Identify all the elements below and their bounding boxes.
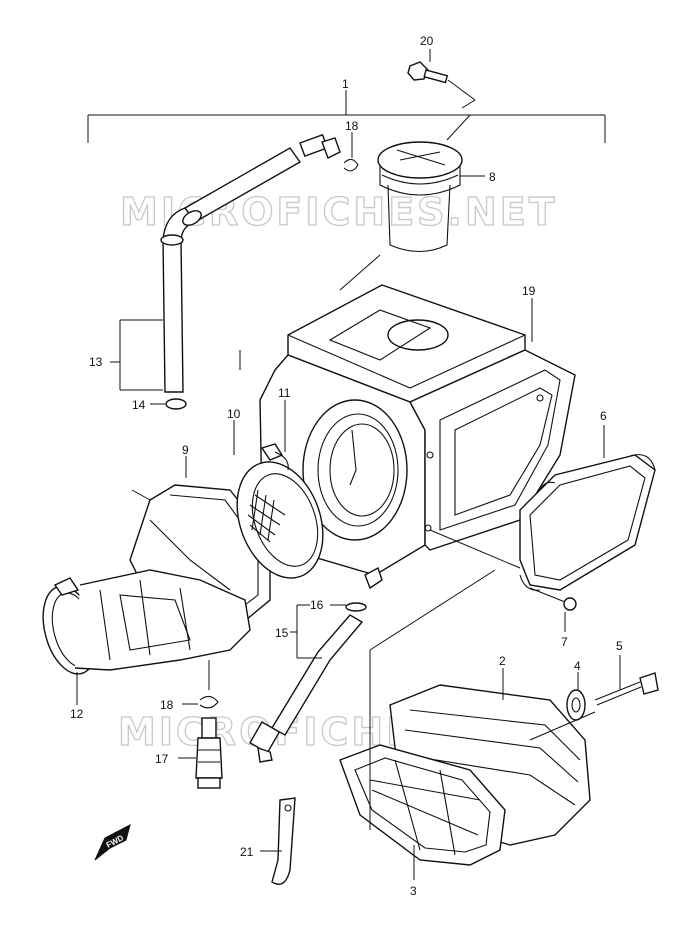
drain-plug-17 [178,717,223,789]
callout-15: 15 [275,626,289,640]
callout-14: 14 [132,398,146,412]
fwd-arrow-icon: FWD [94,824,131,861]
filter-frame-3 [339,569,506,880]
callout-2: 2 [499,654,506,668]
callout-19: 19 [522,284,536,298]
seal-10 [233,420,324,579]
callout-18-top: 18 [345,119,359,133]
hose-13 [110,133,341,410]
callout-7: 7 [561,635,568,649]
callout-17: 17 [155,752,169,766]
callout-1: 1 [342,77,349,91]
callout-16: 16 [310,598,324,612]
cover-6 [519,425,656,591]
callout-9: 9 [182,443,189,457]
hose-15 [249,604,364,763]
callout-3: 3 [410,884,417,898]
callout-20: 20 [420,34,434,48]
callout-6: 6 [600,409,607,423]
bolt-7 [529,587,577,632]
callout-21: 21 [240,845,254,859]
bracket-21 [260,797,296,885]
callout-18-bottom: 18 [160,698,174,712]
clamp-18-bottom [182,660,219,709]
clamp-18-top [343,132,359,172]
boot-12 [42,569,251,705]
bolt-20 [407,49,476,109]
gasket-4 [566,672,586,721]
bracket-1 [87,90,606,143]
callout-10: 10 [227,407,241,421]
callout-5: 5 [616,639,623,653]
bolt-5 [529,655,659,741]
callout-8: 8 [489,170,496,184]
callout-13: 13 [89,355,103,369]
clamp-11 [260,400,289,471]
callout-11: 11 [278,386,291,400]
callout-4: 4 [574,659,581,673]
callout-12: 12 [70,707,84,721]
cap-8 [377,114,485,253]
clamp-16 [330,602,367,612]
